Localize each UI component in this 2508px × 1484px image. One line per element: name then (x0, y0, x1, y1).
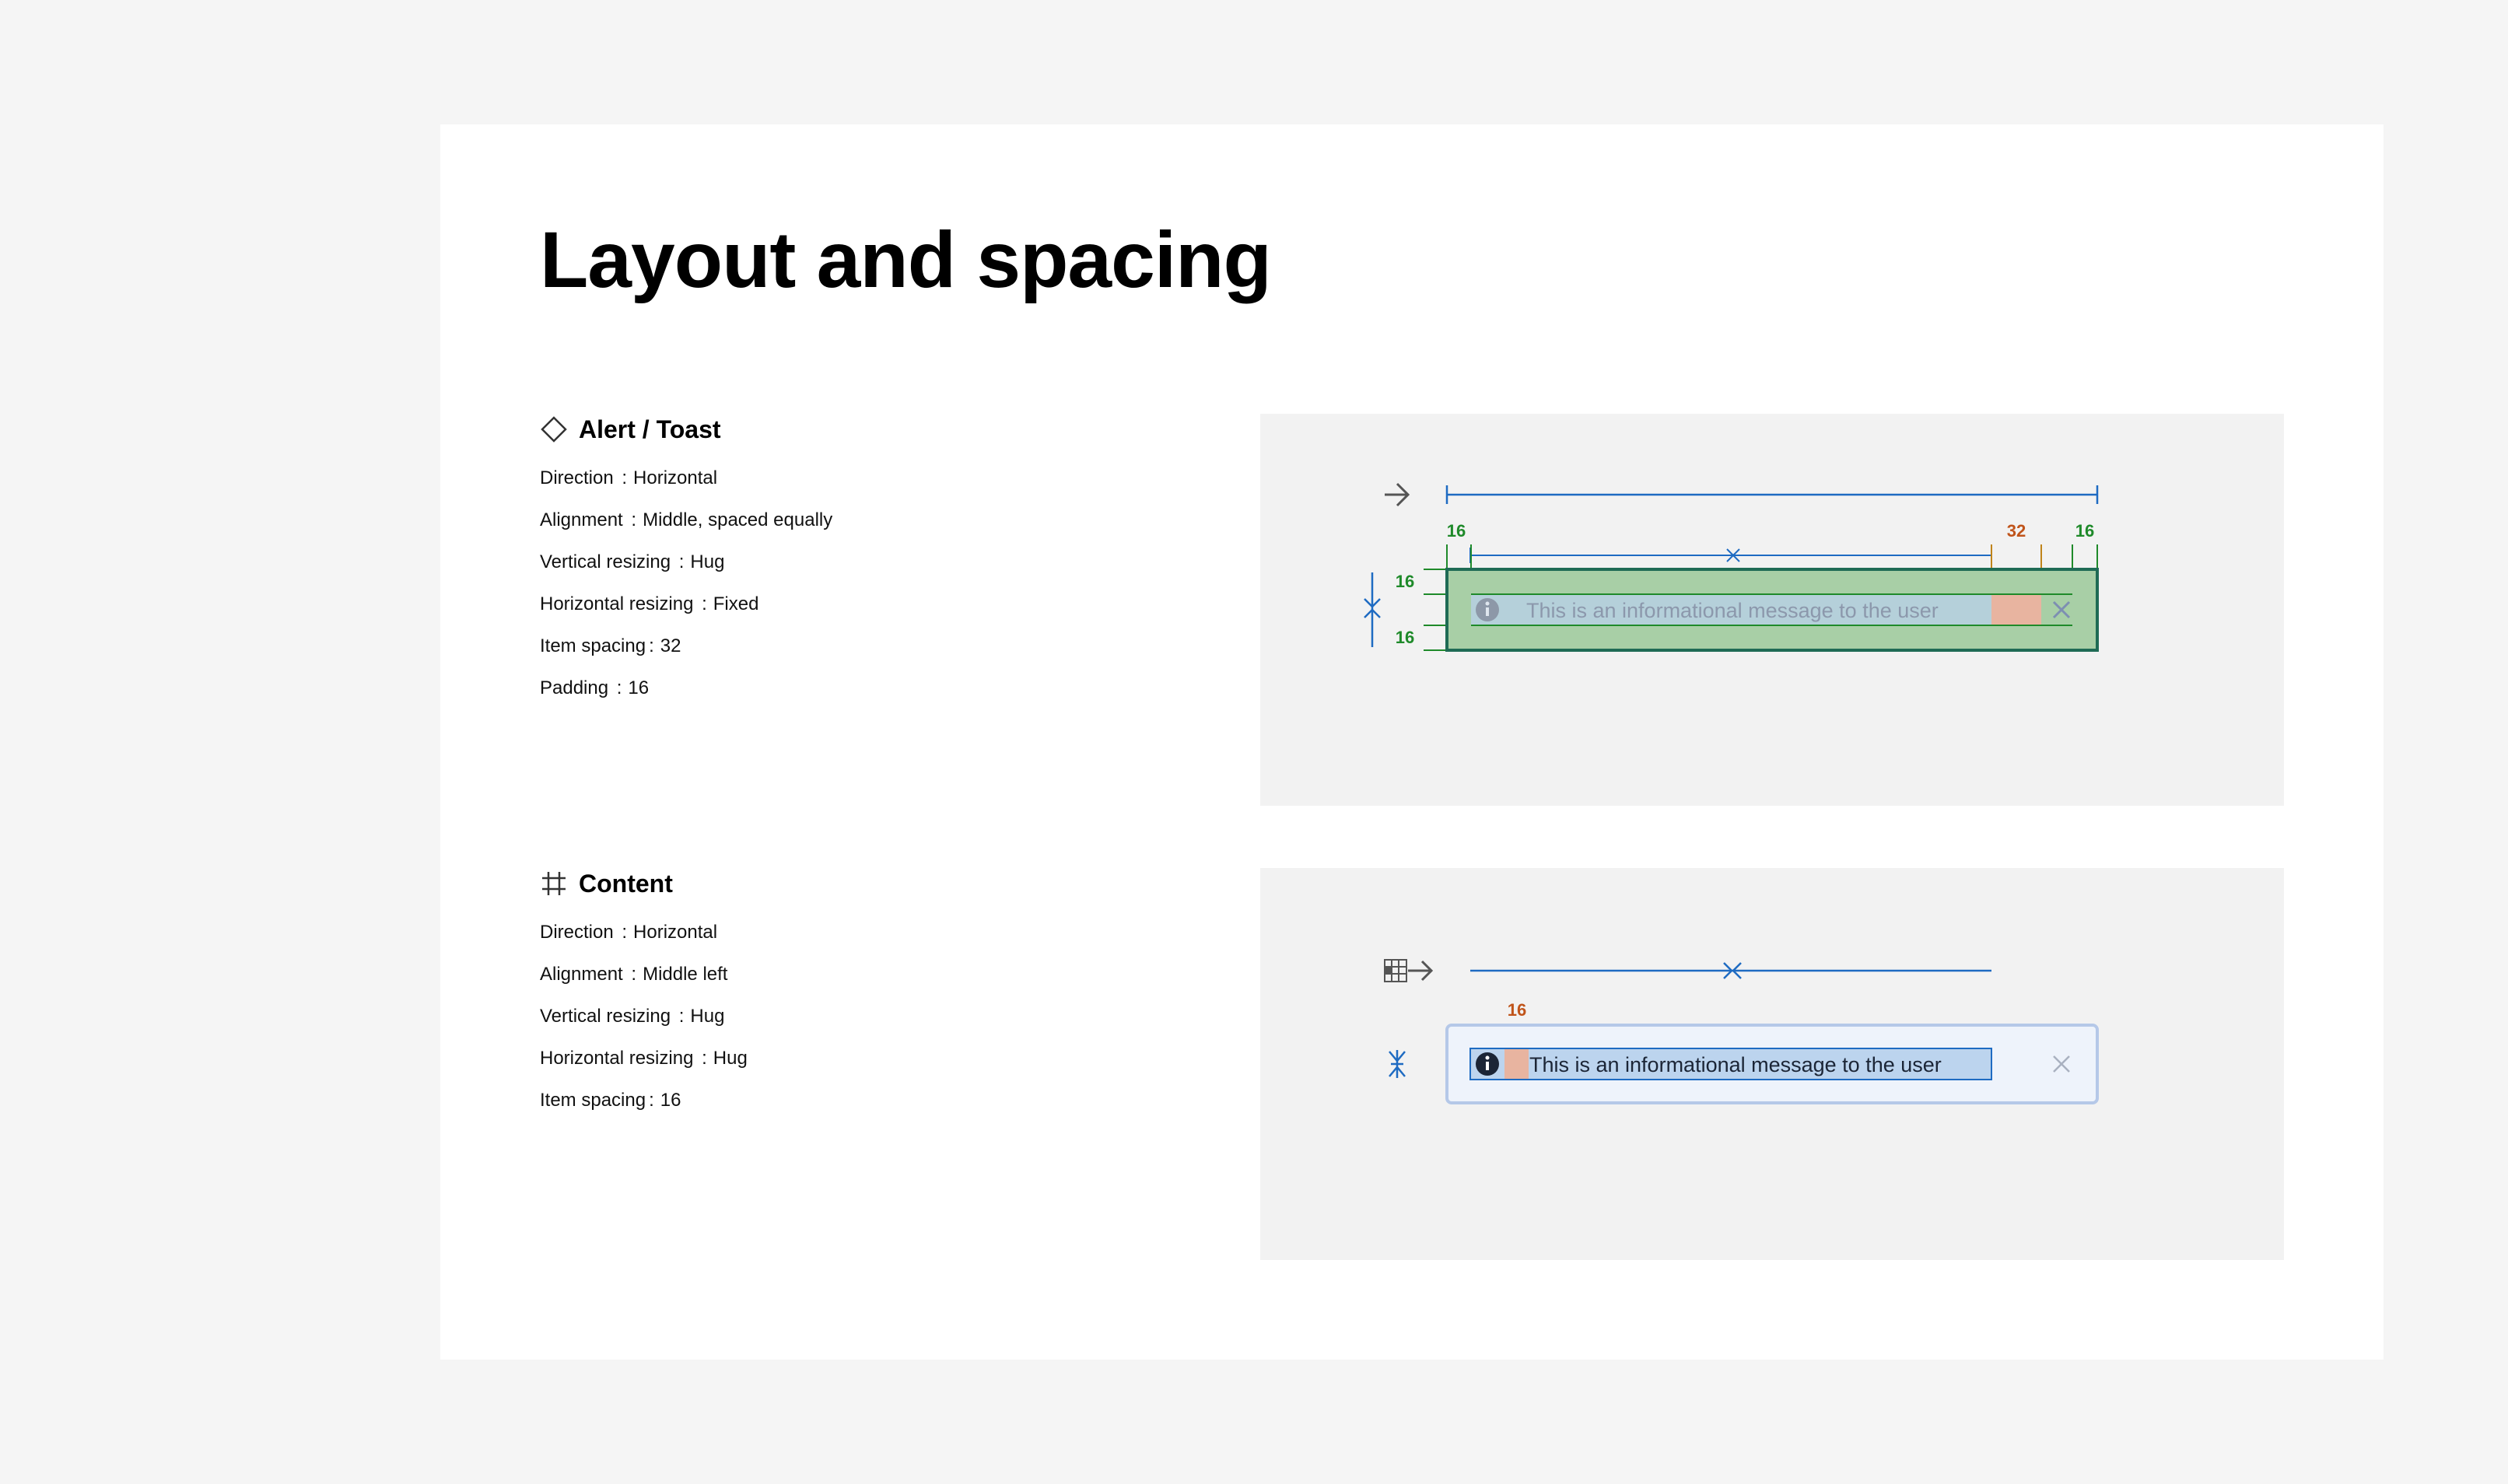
padding-right-label: 16 (2075, 521, 2094, 541)
item-spacing-label: 16 (1508, 1000, 1526, 1020)
prop-direction: Direction :Horizontal (540, 467, 718, 488)
page-title: Layout and spacing (540, 215, 1272, 304)
item-spacing-overlay (1504, 1049, 1529, 1079)
padding-left-label: 16 (1447, 521, 1466, 541)
close-icon (2053, 1055, 2070, 1073)
prop-alignment: Alignment :Middle left (540, 964, 728, 985)
content-spec-properties: Direction :Horizontal Alignment :Middle … (540, 912, 748, 1122)
prop-horizontal-resizing: Horizontal resizing :Fixed (540, 593, 759, 614)
info-icon (1476, 1052, 1499, 1076)
toast-content-area (1471, 594, 1991, 625)
alert-spec-title: Alert / Toast (579, 415, 721, 443)
content-spec: Content Direction :Horizontal Alignment … (540, 866, 748, 1122)
toast-message: This is an informational message to the … (1526, 599, 1939, 622)
horizontal-direction-icon (1385, 482, 1410, 507)
prop-direction: Direction :Horizontal (540, 922, 718, 943)
frame-hash-icon (542, 872, 566, 895)
prop-item-spacing: Item spacing:32 (540, 635, 681, 656)
padding-top-label: 16 (1396, 572, 1414, 591)
auto-layout-grid-icon (1384, 959, 1434, 982)
prop-alignment: Alignment :Middle, spaced equally (540, 509, 833, 530)
item-spacing-overlay (1991, 594, 2041, 625)
alert-spec-properties: Direction :Horizontal Alignment :Middle,… (540, 457, 832, 709)
content-selection (1469, 1048, 1992, 1080)
content-spec-header: Content (540, 866, 748, 901)
alert-spec-header: Alert / Toast (540, 412, 832, 446)
hug-width-line (1470, 962, 1991, 979)
prop-padding: Padding :16 (540, 677, 650, 698)
content-hug-line (1469, 548, 1991, 563)
item-spacing-label: 32 (2007, 521, 2026, 541)
alert-layout-diagram: This is an informational message to the … (1260, 414, 2284, 806)
content-layout-diagram: This is an informational message to the … (1260, 868, 2284, 1260)
component-diamond-icon (541, 416, 567, 443)
vertical-hug-icon (1389, 1050, 1406, 1078)
prop-horizontal-resizing: Horizontal resizing :Hug (540, 1048, 748, 1069)
toast-message: This is an informational message to the … (1529, 1053, 1942, 1076)
prop-vertical-resizing: Vertical resizing :Hug (540, 551, 725, 572)
info-icon (1476, 598, 1499, 621)
close-icon (2052, 600, 2071, 619)
content-spec-title: Content (579, 869, 673, 898)
fixed-width-line (1445, 485, 2099, 504)
prop-item-spacing: Item spacing:16 (540, 1090, 681, 1111)
vertical-hug-icon (1364, 572, 1381, 647)
alert-spec: Alert / Toast Direction :Horizontal Alig… (540, 412, 832, 709)
padding-bottom-label: 16 (1396, 628, 1414, 647)
prop-vertical-resizing: Vertical resizing :Hug (540, 1006, 725, 1027)
